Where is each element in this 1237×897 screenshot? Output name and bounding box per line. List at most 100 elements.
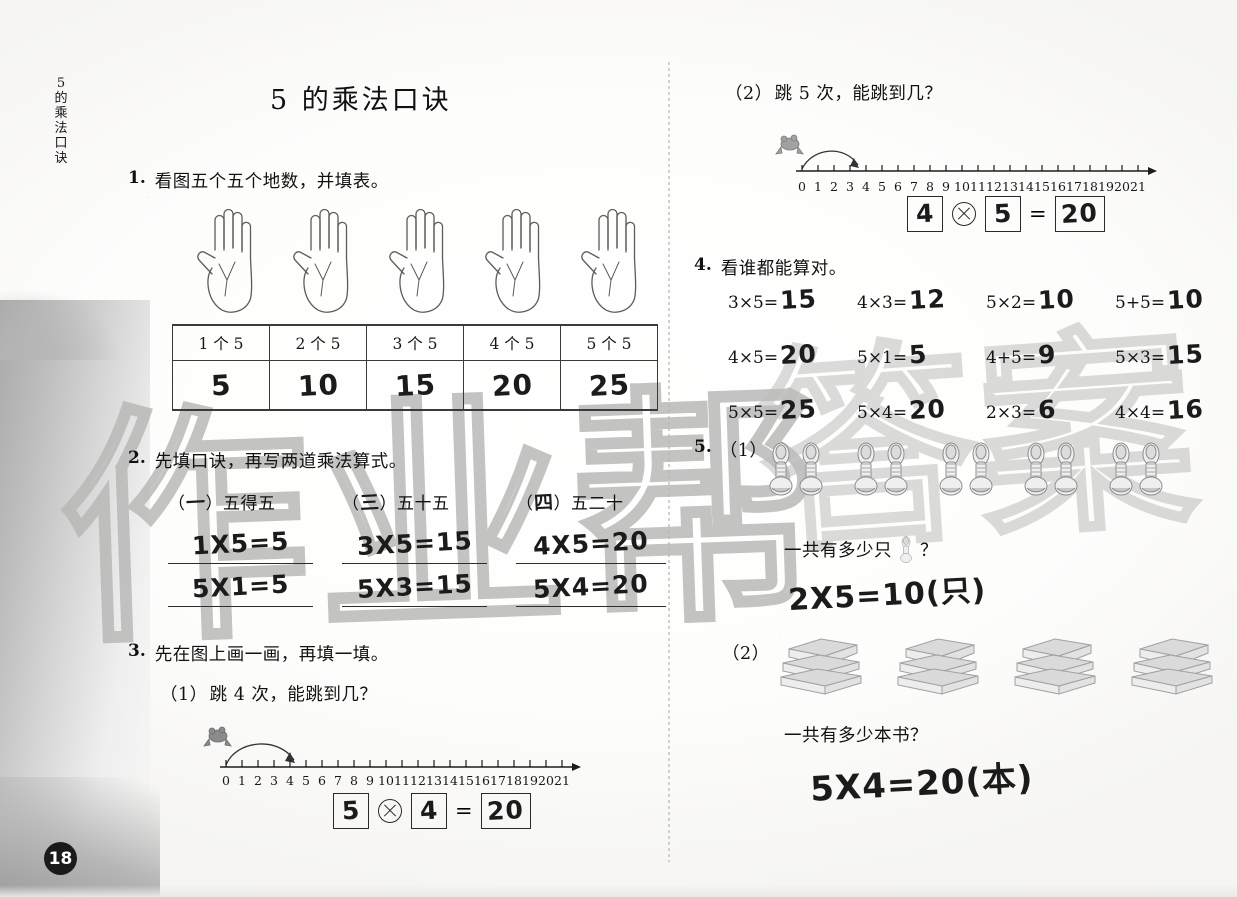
question-3-text: 先在图上画一画，再填一填。 — [154, 645, 389, 665]
tick-label: 15 — [458, 773, 474, 788]
tick-label: 14 — [1018, 179, 1034, 194]
scan-shadow-top — [0, 290, 120, 360]
equation-blank-2[interactable]: 5X4=20 — [516, 569, 671, 607]
question-5-part-1-answer[interactable]: 2X5=10(只) — [787, 570, 987, 618]
answer-box-b[interactable]: 5 — [985, 196, 1021, 232]
shoe-pair — [937, 440, 995, 496]
tick-label: 13 — [1002, 179, 1018, 194]
part-text: 跳 4 次，能跳到几？ — [209, 685, 378, 705]
answer-box-result[interactable]: 20 — [480, 793, 531, 829]
books-illustration — [775, 633, 1218, 705]
number-line-labels: 0 1 2 3 4 5 6 7 8 9 10 11 12 13 14 15 16… — [772, 179, 1162, 197]
question-3-part-1-label: （1） 跳 4 次，能跳到几？ — [160, 681, 377, 706]
table-answer-cell[interactable]: 15 — [366, 360, 464, 411]
calculation-item[interactable]: 5×2=10 — [986, 284, 1115, 315]
question-5-part-2-question: 一共有多少本书？ — [784, 722, 928, 747]
calculation-row: 4×5=20 5×1=5 4+5=9 5×3=15 — [728, 339, 1237, 370]
table-header-cell: 3 个 5 — [366, 324, 464, 361]
question-5-part-2-answer[interactable]: 5X4=20(本) — [809, 756, 1034, 810]
calculation-item[interactable]: 4×5=20 — [728, 339, 857, 370]
handwritten-answer: 20 — [490, 367, 534, 403]
number-line-labels: 0 1 2 3 4 5 6 7 8 9 10 11 12 13 14 15 16… — [200, 773, 585, 791]
expression: 4+5= — [986, 348, 1037, 368]
calculation-item[interactable]: 4+5=9 — [986, 340, 1115, 370]
mnemonic-line: （三）五十五 — [342, 488, 492, 515]
tick-label: 8 — [350, 773, 358, 788]
page-title: 5 的乘法口诀 — [270, 85, 452, 116]
tick-label: 14 — [442, 773, 458, 788]
question-3-part-1-answer[interactable]: 5 4 = 20 — [333, 793, 531, 829]
calculation-item[interactable]: 5×4=20 — [857, 394, 986, 425]
hand-icon — [581, 208, 637, 313]
calculation-item[interactable]: 2×3=6 — [986, 395, 1115, 425]
answer-box-result[interactable]: 20 — [1054, 196, 1105, 232]
answer-box-b[interactable]: 4 — [411, 793, 447, 829]
equation-blank-2[interactable]: 5X3=15 — [342, 569, 492, 607]
equation-blank-1[interactable]: 4X5=20 — [516, 526, 671, 564]
calculation-item[interactable]: 3×5=15 — [728, 284, 857, 315]
tick-label: 9 — [366, 773, 374, 788]
expression: 3×5= — [728, 293, 779, 313]
table-answer-cell[interactable]: 20 — [463, 360, 561, 411]
tick-label: 20 — [1114, 179, 1130, 194]
calculation-item[interactable]: 4×3=12 — [857, 284, 986, 315]
shoe-icon — [1109, 442, 1133, 496]
tick-label: 18 — [1082, 179, 1098, 194]
question-2-groups: （一）五得五 1X5=5 5X1=5 （三）五十五 3X5=15 5X3=15 … — [168, 488, 671, 607]
expression: 5×2= — [986, 293, 1037, 313]
handwritten-digit: 5 — [993, 198, 1013, 229]
table-answer-cell[interactable]: 25 — [560, 360, 658, 411]
handwritten-digit: 4 — [915, 198, 935, 229]
shoe-pair — [1022, 440, 1080, 496]
calculation-item[interactable]: 5×3=15 — [1115, 339, 1237, 370]
number-line-svg — [203, 726, 581, 771]
mnemonic-group: （一）五得五 1X5=5 5X1=5 — [168, 488, 318, 607]
expression: 4×5= — [728, 348, 779, 368]
handwritten-result: 20 — [1060, 198, 1099, 229]
handwritten-answer: 15 — [1166, 339, 1205, 370]
equals-sign: = — [455, 799, 473, 823]
question-4-heading: 4. 看谁都能算对。 — [694, 255, 847, 280]
tick-label: 0 — [222, 773, 230, 788]
side-chapter-label: 5 的 乘 法 口 诀 — [48, 76, 74, 166]
hand-icon — [485, 208, 541, 313]
mnemonic-suffix: ）五十五 — [379, 494, 450, 514]
part-label: （1） — [719, 441, 768, 461]
handwritten-answer: 25 — [779, 394, 818, 425]
table-answer-cell[interactable]: 5 — [172, 360, 270, 411]
equation-blank-2[interactable]: 5X1=5 — [168, 569, 318, 607]
mnemonic-suffix: ）五二十 — [553, 494, 624, 514]
handwritten-answer: 5 — [908, 339, 929, 370]
calculation-item[interactable]: 5×5=25 — [728, 394, 857, 425]
question-text: 一共有多少本书？ — [784, 726, 928, 746]
tick-label: 4 — [862, 179, 870, 194]
scan-shadow-corner — [0, 777, 160, 897]
hand-icon — [293, 208, 349, 313]
tick-label: 3 — [270, 773, 278, 788]
question-3-part-2-label: （2） 跳 5 次，能跳到几？ — [725, 80, 942, 105]
equation-blank-1[interactable]: 1X5=5 — [168, 526, 318, 564]
table-answer-cell[interactable]: 10 — [269, 360, 367, 411]
answer-box-a[interactable]: 5 — [333, 793, 369, 829]
calculation-row: 3×5=15 4×3=12 5×2=10 5+5=10 — [728, 284, 1237, 315]
book-stack-icon — [897, 638, 979, 695]
calculation-item[interactable]: 5+5=10 — [1115, 284, 1237, 315]
number-line-1: 0 1 2 3 4 5 6 7 8 9 10 11 12 13 14 15 16… — [200, 724, 585, 791]
tick-label: 21 — [1130, 179, 1146, 194]
expression: 2×3= — [986, 403, 1037, 423]
page-number: 18 — [44, 842, 77, 875]
question-5-number: 5. — [694, 437, 712, 457]
answer-box-a[interactable]: 4 — [907, 196, 943, 232]
calculation-item[interactable]: 4×4=16 — [1115, 394, 1237, 425]
equation-blank-1[interactable]: 3X5=15 — [342, 526, 492, 564]
question-4-text: 看谁都能算对。 — [720, 259, 847, 279]
calculation-item[interactable]: 5×1=5 — [857, 339, 986, 370]
mnemonic-group: （三）五十五 3X5=15 5X3=15 — [342, 488, 492, 607]
question-3-part-2-answer[interactable]: 4 5 = 20 — [907, 196, 1105, 232]
handwritten-answer: 10 — [1166, 284, 1205, 315]
hands-illustration — [195, 206, 641, 318]
side-label-line: 的 — [54, 91, 68, 106]
mnemonic-blank-answer: 四 — [533, 491, 555, 515]
handwritten-answer: 15 — [779, 284, 818, 315]
handwritten-answer: 5X4=20(本) — [809, 758, 1035, 810]
